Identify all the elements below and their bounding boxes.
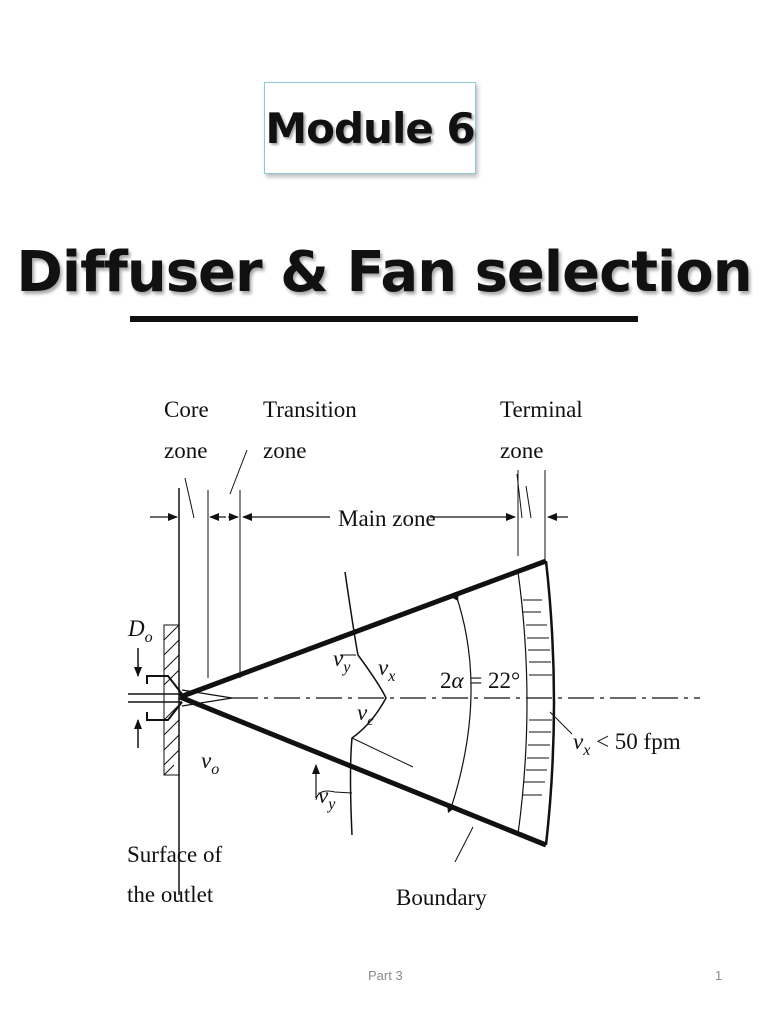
slide-title: Diffuser & Fan selection <box>16 240 752 305</box>
outlet-wall <box>163 488 180 895</box>
title-underline <box>130 316 638 322</box>
main-zone-label: Main zone <box>338 506 436 531</box>
vc-label: vc <box>357 700 374 729</box>
surface-of-outlet-label-2: the outlet <box>127 882 214 907</box>
vy-lower-hook <box>315 790 353 801</box>
vc-indicator-line <box>351 737 414 768</box>
boundary-label: Boundary <box>396 885 487 910</box>
terminal-inner-arc <box>517 571 528 835</box>
angle-arc <box>451 594 472 806</box>
vy-lower-label: vy <box>318 783 336 813</box>
terminal-velocity-vectors <box>522 599 552 796</box>
jet-boundary <box>179 558 547 848</box>
module-label: Module 6 <box>265 103 475 153</box>
velocity-profile-curve <box>344 571 387 836</box>
module-label-box: Module 6 <box>264 82 476 174</box>
terminal-zone-label-1: Terminal <box>500 397 583 422</box>
angle-label: 2α = 22° <box>440 668 520 693</box>
terminal-arc <box>544 560 556 846</box>
core-zone-label-1: Core <box>164 397 209 422</box>
vx-profile-label: vx <box>378 655 395 685</box>
outlet-velocity-label: vo <box>201 748 219 778</box>
terminal-velocity-label: vx < 50 fpm <box>573 729 681 759</box>
vy-upper-label: vy <box>333 646 351 676</box>
nozzle <box>128 675 183 721</box>
core-zone-label-2: zone <box>164 438 207 463</box>
surface-of-outlet-label-1: Surface of <box>127 842 222 867</box>
zone-lines <box>207 470 546 678</box>
transition-zone-label-2: zone <box>263 438 306 463</box>
zone-leaders <box>184 449 532 863</box>
terminal-velocity-leader <box>549 711 573 735</box>
footer-part-label: Part 3 <box>368 968 403 983</box>
diameter-label: Do <box>127 616 153 646</box>
core-cone <box>181 689 233 707</box>
terminal-zone-label-2: zone <box>500 438 543 463</box>
transition-zone-label-1: Transition <box>263 397 357 422</box>
page-number: 1 <box>715 968 723 983</box>
